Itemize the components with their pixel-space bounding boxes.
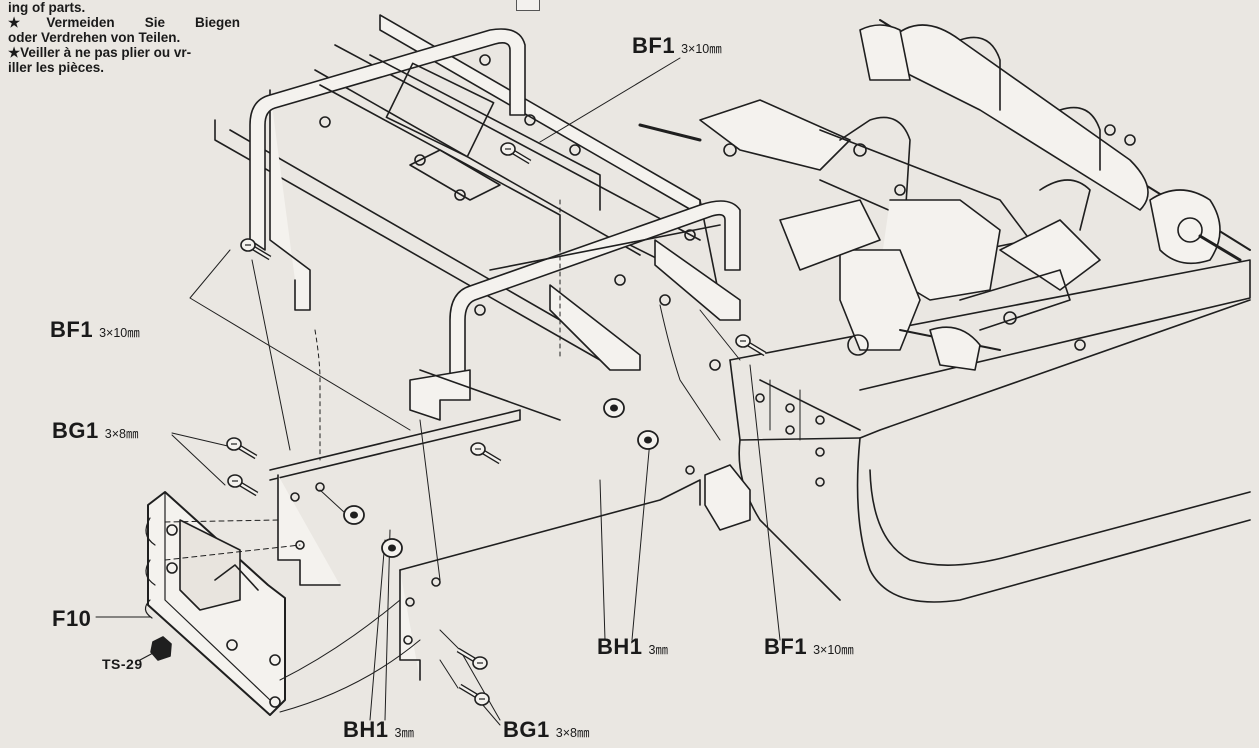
collar-bh1-mid — [603, 398, 625, 418]
note-line-french-1: ★Veiller à ne pas plier ou vr- — [8, 45, 192, 60]
screw-bf1-center — [471, 443, 500, 462]
collar-bh1-left — [343, 505, 365, 525]
note-line-english: ing of parts. — [8, 0, 86, 15]
label-code: BH1 — [597, 634, 643, 659]
label-bh1-mid: BH1 3㎜ — [597, 634, 668, 660]
collars — [343, 398, 659, 558]
screw-bf1-top — [501, 143, 530, 162]
screw-bg1-bottom-upper — [458, 650, 487, 669]
label-size: 3㎜ — [394, 726, 414, 740]
part-f10 — [144, 491, 286, 716]
label-bf1-right: BF1 3×10㎜ — [764, 634, 854, 660]
screw-bg1-bottom-lower — [460, 686, 489, 705]
screw-bg1-left-upper — [227, 438, 256, 457]
label-bf1-left: BF1 3×10㎜ — [50, 317, 140, 343]
label-f10: F10 — [52, 606, 91, 632]
body-mount-frame-lower — [409, 200, 741, 421]
collar-bh1-center — [381, 538, 403, 558]
rear-axle-assembly — [638, 19, 1251, 371]
label-size: 3×10㎜ — [681, 42, 722, 56]
label-code: BG1 — [503, 717, 550, 742]
screw-bf1-right — [736, 335, 765, 354]
label-code: F10 — [52, 606, 92, 631]
label-code: BG1 — [52, 418, 99, 443]
label-size: 3×10㎜ — [99, 326, 140, 340]
note-line-german-2: oder Verdrehen von Teilen. — [8, 30, 181, 45]
screws — [227, 143, 765, 705]
part-ts29 — [139, 636, 172, 661]
label-size: 3㎜ — [648, 643, 668, 657]
mounting-plates — [269, 409, 751, 681]
leader-lines — [95, 57, 781, 726]
page-reference-chip — [516, 0, 540, 11]
label-code: TS-29 — [102, 656, 143, 672]
note-line-french-2: iller les pièces. — [8, 60, 105, 75]
label-bh1-bottom: BH1 3㎜ — [343, 717, 414, 743]
label-bg1-left: BG1 3×8㎜ — [52, 418, 138, 444]
label-bg1-bottom: BG1 3×8㎜ — [503, 717, 589, 743]
label-code: BF1 — [764, 634, 808, 659]
label-bf1-top: BF1 3×10㎜ — [632, 33, 722, 59]
screw-bg1-left-lower — [228, 475, 257, 494]
body-mount-frame-upper — [249, 28, 601, 251]
label-size: 3×8㎜ — [104, 427, 139, 441]
label-code: BF1 — [50, 317, 94, 342]
label-code: BH1 — [343, 717, 389, 742]
instruction-notes: ing of parts. ★Vermeiden Sie Biegen oder… — [8, 0, 240, 75]
label-size: 3×8㎜ — [555, 726, 590, 740]
note-line-german-1: ★Vermeiden Sie Biegen — [8, 15, 240, 30]
label-ts29: TS-29 — [102, 656, 143, 674]
collar-bh1-right — [637, 430, 659, 450]
label-size: 3×10㎜ — [813, 643, 854, 657]
label-code: BF1 — [632, 33, 676, 58]
chassis-body — [729, 259, 1251, 603]
